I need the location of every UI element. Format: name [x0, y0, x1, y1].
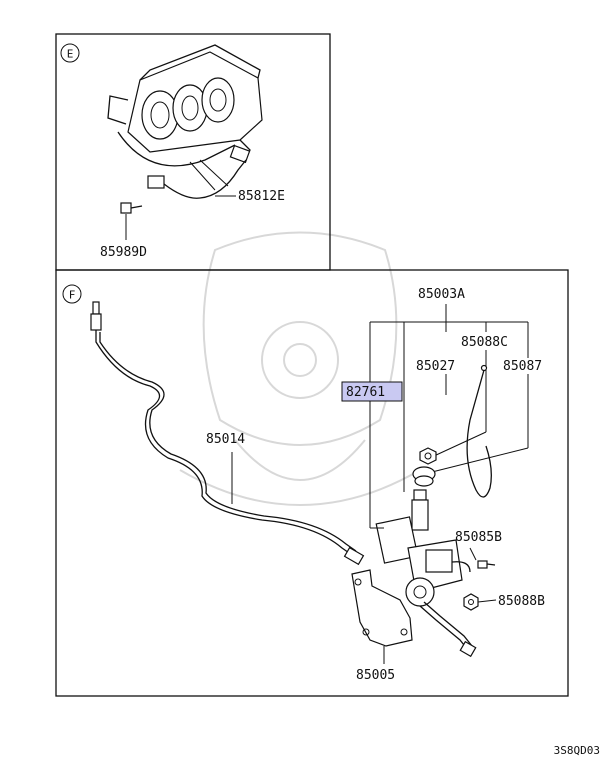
watermark-emblem — [179, 231, 421, 506]
intake-manifold-drawing — [107, 44, 263, 191]
label-85085b: 85085B — [455, 530, 502, 545]
bolt-85989d-drawing — [120, 202, 143, 240]
label-85088b: 85088B — [498, 594, 545, 609]
sensor-harness-drawing — [147, 159, 247, 199]
nut-85088b-drawing — [463, 593, 497, 611]
label-85014: 85014 — [206, 432, 245, 447]
label-85812e: 85812E — [238, 189, 285, 204]
screw-85085b-drawing — [469, 547, 496, 569]
diagram-code: 3S8QD03 — [554, 744, 600, 757]
label-85005: 85005 — [356, 668, 395, 683]
bracket-85005-drawing — [351, 569, 477, 664]
panel-f: F 85014 85003A 85088C 8 — [55, 269, 569, 697]
power-antenna-assembly-drawing — [370, 489, 471, 607]
label-82761-highlight: 82761 — [341, 381, 403, 402]
label-82761: 82761 — [346, 385, 385, 400]
grommet-85087-drawing — [412, 466, 436, 487]
antenna-mast-85027-drawing — [466, 364, 492, 498]
svg-text:E: E — [67, 48, 74, 61]
label-85989d: 85989D — [100, 245, 147, 260]
panel-f-badge: F — [62, 284, 82, 304]
label-85027: 85027 — [416, 359, 455, 374]
panel-e-badge: E — [60, 43, 80, 63]
label-85003a: 85003A — [418, 287, 465, 302]
svg-text:F: F — [69, 289, 76, 302]
label-85088c: 85088C — [461, 335, 508, 350]
antenna-feeder-cable-drawing — [90, 301, 365, 566]
callout-lines-85003a — [369, 304, 529, 528]
panel-e: E 85812E — [55, 33, 331, 271]
nut-85088c-drawing — [419, 447, 437, 465]
label-85087: 85087 — [503, 359, 542, 374]
